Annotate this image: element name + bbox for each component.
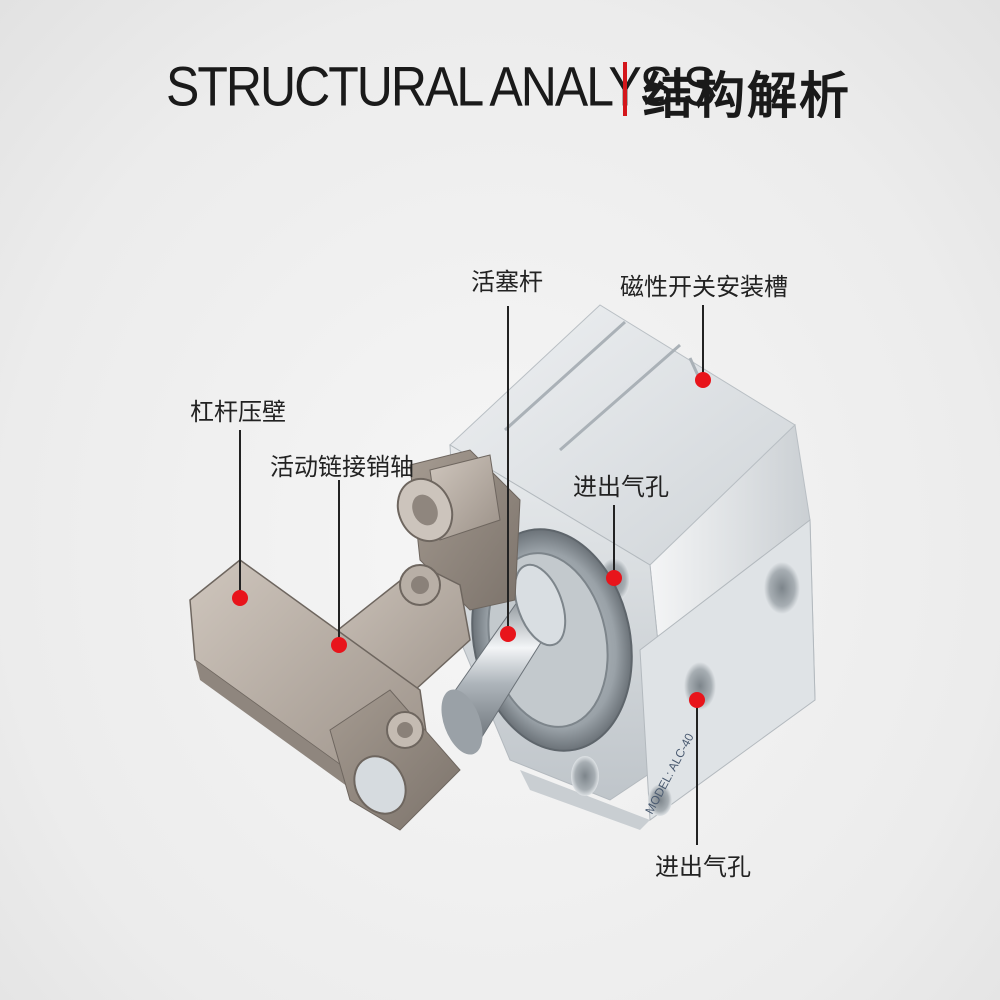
lever-arm [189, 559, 461, 831]
leader-lines [239, 305, 704, 845]
callout-magnetic-switch-slot: 磁性开关安装槽 [620, 273, 788, 301]
marker-link-pin [331, 637, 347, 653]
callout-piston-rod: 活塞杆 [471, 268, 543, 296]
callout-air-port-lower: 进出气孔 [655, 853, 751, 881]
marker-air-port-lower [689, 692, 705, 708]
callout-lever-arm: 杠杆压壁 [190, 398, 286, 426]
title-separator [623, 62, 627, 116]
callout-markers [232, 372, 711, 708]
marker-switch-slot [695, 372, 711, 388]
marker-piston-rod [500, 626, 516, 642]
header: STRUCTURAL ANALYSIS 结构解析 [0, 52, 1000, 125]
marker-air-port-upper [606, 570, 622, 586]
clevis-bracket [396, 449, 521, 611]
title-chinese: 结构解析 [643, 67, 851, 125]
marker-lever-arm [232, 590, 248, 606]
callout-link-pin: 活动链接销轴 [270, 453, 414, 481]
piston-rod [441, 563, 567, 755]
callout-air-port-upper: 进出气孔 [573, 473, 669, 501]
